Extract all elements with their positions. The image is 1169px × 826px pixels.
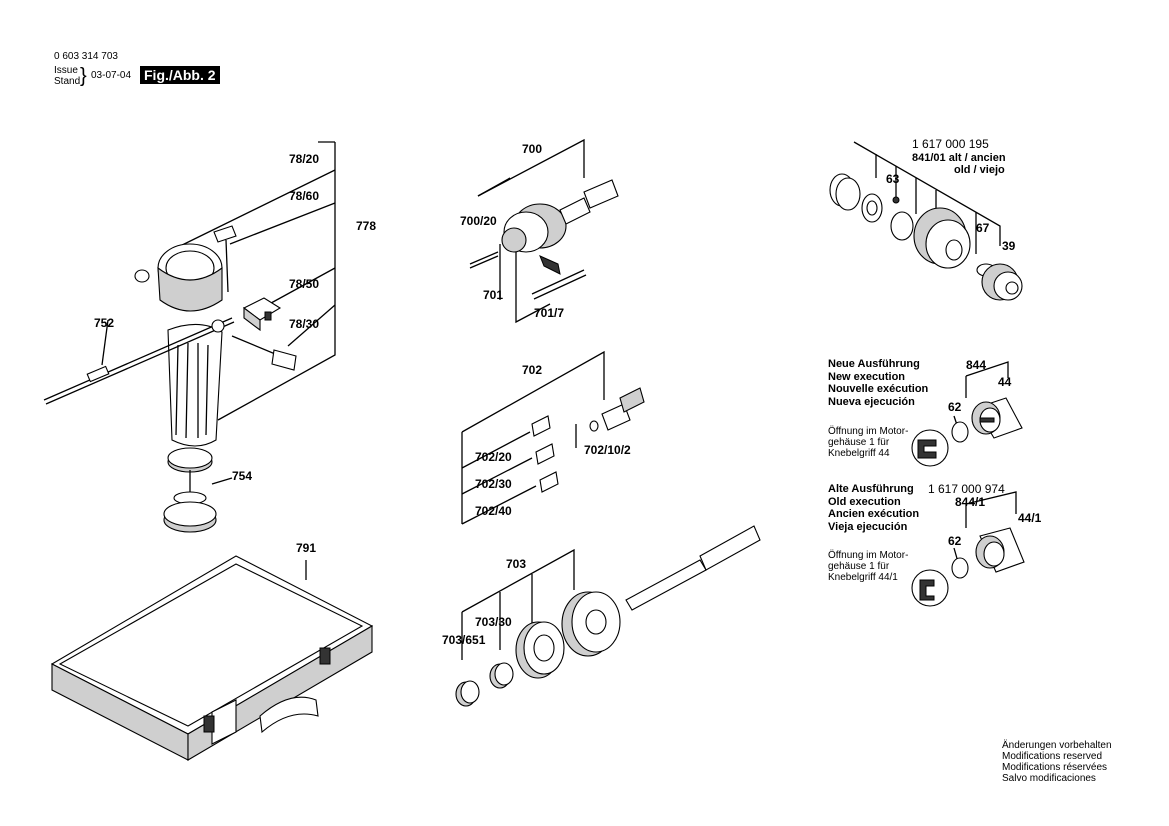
label-701-7: 701/7 [534, 306, 565, 320]
leader-lines-700 [477, 138, 585, 324]
issue-date: 03-07-04 [91, 70, 132, 81]
label-62-old: 62 [948, 534, 962, 548]
leader-lines-841 [853, 141, 1001, 254]
part-number: 0 603 314 703 [54, 51, 118, 62]
new-note-line-3: Knebelgriff 44 [828, 448, 890, 459]
side-handle-part [43, 225, 297, 447]
leader-lines-778 [171, 141, 336, 421]
label-78-60: 78/60 [289, 189, 320, 203]
label-844: 844 [966, 358, 987, 372]
label-841-old: old / viejo [954, 164, 1005, 176]
label-752: 752 [94, 316, 115, 330]
label-63: 63 [886, 172, 900, 186]
carrying-case-791 [50, 555, 374, 761]
leader-lines-702 [461, 350, 605, 525]
new-exec-fr: Nouvelle exécution [828, 383, 929, 395]
label-44-1: 44/1 [1018, 511, 1042, 525]
auxiliary-part-754 [163, 447, 233, 533]
label-703: 703 [506, 557, 527, 571]
new-execution-note: Öffnung im Motor- gehäuse 1 für Knebelgr… [828, 426, 908, 459]
footer-fr: Modifications réservées [1002, 762, 1108, 773]
label-702-40: 702/40 [475, 504, 512, 518]
label-700: 700 [522, 142, 543, 156]
label-67: 67 [976, 221, 990, 235]
label-844-1: 844/1 [955, 495, 986, 509]
footer-notice: Änderungen vorbehalten Modifications res… [1002, 740, 1112, 784]
label-791: 791 [296, 541, 317, 555]
footer-de: Änderungen vorbehalten [1002, 740, 1112, 751]
old-note-line-1: Öffnung im Motor- [828, 550, 909, 561]
label-78-20: 78/20 [289, 152, 320, 166]
label-702-30: 702/30 [475, 477, 512, 491]
label-754: 754 [232, 469, 253, 483]
label-44: 44 [998, 375, 1012, 389]
label-703-30: 703/30 [475, 615, 512, 629]
label-62-new: 62 [948, 400, 962, 414]
label-841-01: 841/01 alt / ancien [912, 152, 1006, 164]
label-part-number-chuck: 1 617 000 195 [912, 137, 989, 151]
new-exec-es: Nueva ejecución [828, 395, 915, 408]
footer-es: Salvo modificaciones [1002, 773, 1096, 784]
old-exec-en: Old execution [828, 495, 901, 508]
label-39: 39 [1002, 239, 1016, 253]
leader-lines-703 [461, 548, 575, 660]
issue-label: Issue [54, 65, 78, 76]
chuck-kit-841 [829, 173, 1023, 301]
old-note-line-3: Knebelgriff 44/1 [828, 572, 898, 583]
label-700-20: 700/20 [460, 214, 497, 228]
old-execution-heading: Alte Ausführung Old execution Ancien exé… [828, 483, 919, 533]
old-execution-note: Öffnung im Motor- gehäuse 1 für Knebelgr… [828, 550, 908, 583]
new-note-line-2: gehäuse 1 für [828, 437, 890, 448]
handle-parts-844-1 [911, 527, 1025, 607]
figure-label: Fig./Abb. 2 [140, 66, 220, 84]
label-part-number-old: 1 617 000 974 [928, 482, 1005, 496]
label-703-651: 703/651 [442, 633, 486, 647]
handle-parts-844 [911, 397, 1023, 467]
label-701: 701 [483, 288, 504, 302]
stand-label: Stand [54, 76, 81, 87]
label-778: 778 [356, 219, 377, 233]
label-78-30: 78/30 [289, 317, 320, 331]
new-exec-de: Neue Ausführung [828, 358, 920, 370]
label-702-10-2: 702/10/2 [584, 443, 631, 457]
new-exec-en: New execution [828, 370, 906, 383]
drill-chuck-700 [469, 179, 619, 300]
chuck-adapter-703 [455, 525, 761, 707]
old-exec-de: Alte Ausführung [828, 483, 914, 495]
old-note-line-2: gehäuse 1 für [828, 561, 890, 572]
new-execution-heading: Neue Ausführung New execution Nouvelle e… [828, 358, 928, 408]
label-78-50: 78/50 [289, 277, 320, 291]
label-702: 702 [522, 363, 543, 377]
old-exec-fr: Ancien exécution [828, 508, 920, 520]
brace-symbol: } [80, 65, 87, 87]
screwdriver-bits-702 [531, 387, 645, 493]
old-exec-es: Vieja ejecución [828, 520, 908, 533]
new-note-line-1: Öffnung im Motor- [828, 426, 909, 437]
label-702-20: 702/20 [475, 450, 512, 464]
footer-en: Modifications reserved [1002, 751, 1103, 762]
